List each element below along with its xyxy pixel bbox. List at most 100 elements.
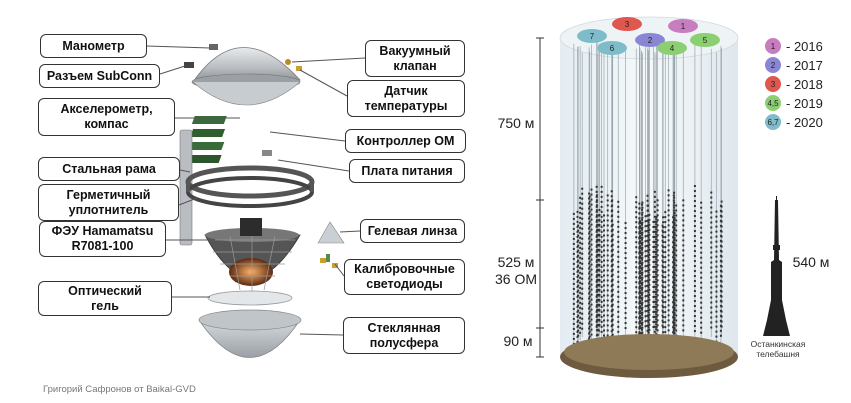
- om-dot: [715, 321, 717, 323]
- om-dot: [668, 259, 670, 261]
- om-dot: [664, 271, 666, 273]
- om-dot: [589, 311, 591, 313]
- om-dot: [700, 212, 702, 214]
- legend-item: 3 - 2018: [765, 75, 823, 93]
- om-dot: [721, 276, 723, 278]
- om-dot: [662, 280, 664, 282]
- label-glass-hemisphere: Стеклянная полусфера: [343, 317, 465, 354]
- om-dot: [590, 324, 592, 326]
- om-dot: [700, 297, 702, 299]
- om-dot: [655, 248, 657, 250]
- om-dot: [581, 313, 583, 315]
- om-dot: [715, 281, 717, 283]
- om-dot: [603, 229, 605, 231]
- om-dot: [639, 302, 641, 304]
- om-dot: [694, 315, 696, 317]
- om-dot: [648, 267, 650, 269]
- om-dot: [641, 277, 643, 279]
- om-dot: [668, 299, 670, 301]
- om-dot: [573, 213, 575, 215]
- om-dot: [601, 216, 603, 218]
- om-dot: [715, 241, 717, 243]
- om-dot: [648, 227, 650, 229]
- om-dot: [596, 306, 598, 308]
- om-dot: [645, 295, 647, 297]
- om-dot: [641, 332, 643, 334]
- om-dot: [588, 218, 590, 220]
- om-dot: [579, 282, 581, 284]
- om-dot: [590, 264, 592, 266]
- om-dot: [581, 278, 583, 280]
- om-dot: [598, 265, 600, 267]
- om-dot: [611, 234, 613, 236]
- label-calibration-leds: Калибровочные светодиоды: [344, 259, 465, 295]
- om-dot: [664, 251, 666, 253]
- om-dot: [601, 316, 603, 318]
- om-dot: [617, 211, 619, 213]
- om-dot: [652, 316, 654, 318]
- om-dot: [641, 327, 643, 329]
- om-dot: [682, 284, 684, 286]
- optical-gel-disc: [208, 291, 292, 305]
- label-optical-gel: Оптический гель: [38, 281, 172, 316]
- om-dot: [673, 214, 675, 216]
- om-dot: [635, 331, 637, 333]
- om-dot: [700, 322, 702, 324]
- om-dot: [721, 216, 723, 218]
- om-dot: [589, 316, 591, 318]
- om-dot: [601, 306, 603, 308]
- cluster-marker-label: 7: [590, 32, 595, 41]
- om-dot: [715, 336, 717, 338]
- om-dot: [635, 221, 637, 223]
- om-dot: [601, 236, 603, 238]
- om-dot: [664, 286, 666, 288]
- om-dot: [675, 279, 677, 281]
- om-dot: [596, 251, 598, 253]
- pmt-cage: [205, 218, 300, 295]
- om-dot: [635, 266, 637, 268]
- om-dot: [652, 306, 654, 308]
- om-dot: [710, 317, 712, 319]
- om-dot: [639, 282, 641, 284]
- om-dot: [607, 244, 609, 246]
- om-dot: [573, 313, 575, 315]
- om-dot: [577, 310, 579, 312]
- om-dot: [694, 285, 696, 287]
- om-dot: [589, 286, 591, 288]
- om-dot: [715, 301, 717, 303]
- om-dot: [710, 237, 712, 239]
- om-dot: [598, 225, 600, 227]
- om-dot: [648, 269, 650, 271]
- om-dot: [639, 237, 641, 239]
- om-dot: [601, 221, 603, 223]
- legend-marker: 3: [765, 76, 781, 92]
- om-dot: [611, 284, 613, 286]
- om-dot: [596, 321, 598, 323]
- om-dot: [601, 291, 603, 293]
- om-dot: [607, 309, 609, 311]
- om-dot: [607, 254, 609, 256]
- label-pmt: ФЭУ Hamamatsu R7081-100: [39, 221, 166, 257]
- om-dot: [721, 201, 723, 203]
- om-dot: [682, 229, 684, 231]
- om-dot: [596, 236, 598, 238]
- om-dot: [682, 309, 684, 311]
- om-dot: [617, 236, 619, 238]
- om-dot: [590, 284, 592, 286]
- om-dot: [652, 231, 654, 233]
- om-dot: [675, 309, 677, 311]
- om-dot: [589, 336, 591, 338]
- om-dot: [664, 241, 666, 243]
- om-dot: [598, 330, 600, 332]
- om-dot: [607, 249, 609, 251]
- om-dot: [607, 329, 609, 331]
- om-dot: [641, 287, 643, 289]
- om-dot: [655, 233, 657, 235]
- om-dot: [573, 228, 575, 230]
- om-dot: [645, 320, 647, 322]
- om-dot: [611, 269, 613, 271]
- om-dot: [601, 226, 603, 228]
- om-dot: [577, 315, 579, 317]
- om-dot: [579, 237, 581, 239]
- om-dot: [581, 268, 583, 270]
